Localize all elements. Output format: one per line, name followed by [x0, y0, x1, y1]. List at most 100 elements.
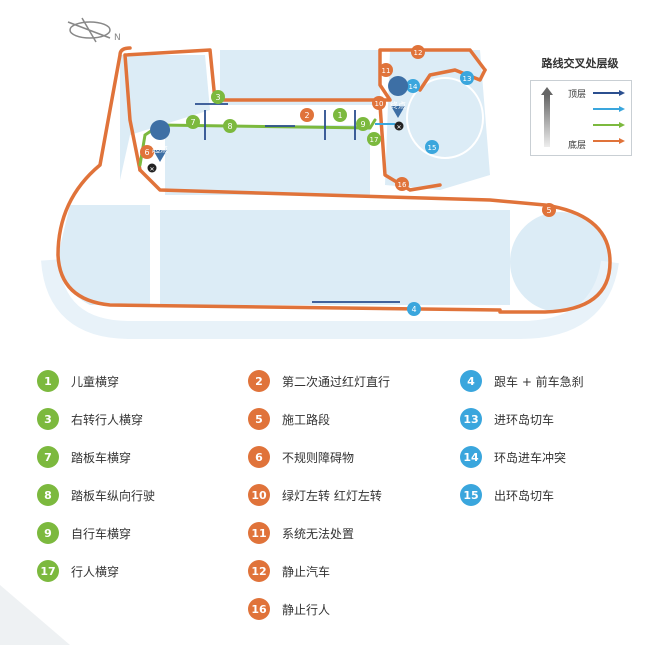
- start-pin-label: 起点: [152, 145, 168, 154]
- navy-arrows: [195, 103, 400, 303]
- key-label: 系统无法处置: [282, 526, 355, 541]
- legend-arrow-3: [593, 122, 625, 128]
- compass-icon: N: [67, 17, 121, 43]
- key-label: 进环岛切车: [494, 412, 555, 427]
- legend-arrow-1: [593, 90, 625, 96]
- key-item-15: 15 出环岛切车: [460, 482, 554, 508]
- map-marker-number: 3: [215, 93, 220, 102]
- key-badge: 13: [460, 408, 482, 430]
- map-marker-16: 16: [395, 177, 409, 191]
- map-marker-number: 16: [398, 181, 407, 189]
- key-item-4: 4 跟车 + 前车急刹: [460, 368, 584, 394]
- key-label: 跟车 + 前车急刹: [494, 374, 584, 389]
- map-marker-9: 9: [356, 117, 370, 131]
- key-label: 第二次通过红灯直行: [282, 374, 391, 389]
- key-item-5: 5 施工路段: [248, 406, 330, 432]
- key-badge: 1: [37, 370, 59, 392]
- legend-bottom-label: 底层: [568, 141, 587, 151]
- key-label: 出环岛切车: [494, 488, 555, 503]
- map-marker-7: 7: [186, 115, 200, 129]
- corner-decoration: [0, 585, 70, 645]
- key-badge: 16: [248, 598, 270, 620]
- map-marker-4: 4: [407, 302, 421, 316]
- legend-top-label: 顶层: [568, 90, 587, 100]
- key-label: 施工路段: [282, 412, 331, 427]
- route-map: N: [41, 17, 632, 339]
- map-marker-number: 10: [375, 100, 384, 108]
- key-item-9: 9 自行车横穿: [37, 520, 131, 546]
- start-pin-icon: ✕: [147, 120, 171, 173]
- key-badge: 3: [37, 408, 59, 430]
- end-pin-icon: ✕: [388, 76, 409, 131]
- key-item-11: 11 系统无法处置: [248, 520, 354, 546]
- map-marker-15: 15: [425, 140, 439, 154]
- map-marker-number: 4: [411, 305, 416, 314]
- key-badge: 5: [248, 408, 270, 430]
- up-arrow-icon: [541, 87, 553, 95]
- key-label: 自行车横穿: [71, 526, 132, 541]
- route-map-canvas: N: [41, 17, 619, 339]
- orange-route: [56, 46, 612, 314]
- map-marker-number: 15: [428, 144, 437, 152]
- key-badge: 15: [460, 484, 482, 506]
- map-marker-8: 8: [223, 119, 237, 133]
- map-marker-number: 17: [370, 136, 379, 144]
- end-pin-label: 终点: [390, 101, 406, 110]
- key-badge: 4: [460, 370, 482, 392]
- legend-graphic: [541, 87, 625, 147]
- key-item-2: 2 第二次通过红灯直行: [248, 368, 390, 394]
- legend-arrow-2: [593, 106, 625, 112]
- map-marker-14: 14: [406, 79, 420, 93]
- key-item-10: 10 绿灯左转 红灯左转: [248, 482, 382, 508]
- legend-title: 路线交叉处层级: [541, 57, 619, 70]
- map-marker-number: 1: [337, 111, 342, 120]
- legend-box: [530, 80, 632, 156]
- terrain-areas: [41, 50, 619, 339]
- map-marker-number: 9: [360, 120, 365, 129]
- key-item-3: 3 右转行人横穿: [37, 406, 143, 432]
- key-badge: 17: [37, 560, 59, 582]
- map-marker-1: 1: [333, 108, 347, 122]
- map-marker-number: 6: [144, 148, 149, 157]
- key-badge: 14: [460, 446, 482, 468]
- key-label: 绿灯左转 红灯左转: [282, 488, 382, 503]
- key-label: 环岛进车冲突: [494, 450, 567, 465]
- key-badge: 9: [37, 522, 59, 544]
- map-marker-17: 17: [367, 132, 381, 146]
- key-item-17: 17 行人横穿: [37, 558, 119, 584]
- key-label: 踏板车纵向行驶: [71, 488, 156, 503]
- map-marker-11: 11: [379, 63, 393, 77]
- map-marker-number: 8: [227, 122, 232, 131]
- map-marker-2: 2: [300, 108, 314, 122]
- map-marker-10: 10: [372, 96, 386, 110]
- key-badge: 7: [37, 446, 59, 468]
- key-label: 不规则障碍物: [282, 450, 355, 465]
- map-marker-number: 7: [190, 118, 195, 127]
- key-label: 静止行人: [282, 602, 331, 617]
- key-item-16: 16 静止行人: [248, 596, 330, 622]
- map-marker-number: 2: [304, 111, 309, 120]
- key-item-13: 13 进环岛切车: [460, 406, 554, 432]
- map-marker-13: 13: [460, 71, 474, 85]
- map-marker-number: 5: [546, 206, 551, 215]
- svg-text:N: N: [114, 33, 121, 43]
- svg-text:✕: ✕: [396, 124, 401, 131]
- map-marker-3: 3: [211, 90, 225, 104]
- key-label: 右转行人横穿: [71, 412, 144, 427]
- key-label: 行人横穿: [71, 564, 120, 579]
- legend-arrow-4: [593, 138, 625, 144]
- map-marker-number: 14: [409, 83, 418, 91]
- key-badge: 2: [248, 370, 270, 392]
- key-badge: 6: [248, 446, 270, 468]
- map-marker-5: 5: [542, 203, 556, 217]
- key-label: 静止汽车: [282, 564, 331, 579]
- key-badge: 10: [248, 484, 270, 506]
- key-badge: 11: [248, 522, 270, 544]
- key-badge: 8: [37, 484, 59, 506]
- key-badge: 12: [248, 560, 270, 582]
- map-marker-6: 6: [140, 145, 154, 159]
